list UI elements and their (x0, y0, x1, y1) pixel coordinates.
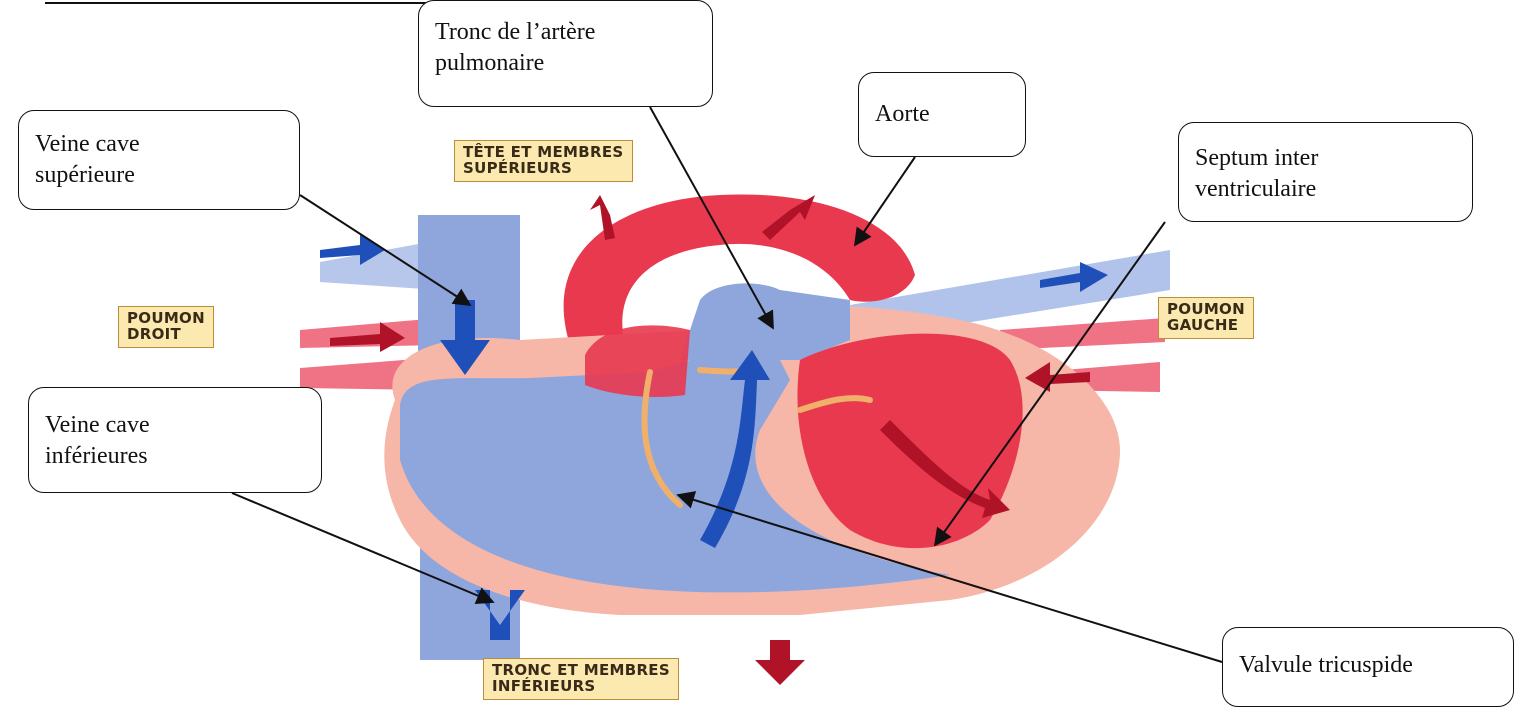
callout-inferior-vena-cava: Veine cave inférieures (28, 387, 322, 493)
tag-left-lung: POUMON GAUCHE (1158, 297, 1254, 339)
callout-septum: Septum inter ventriculaire (1178, 122, 1473, 222)
pulmonary-trunk-vessel (680, 283, 850, 360)
tag-right-lung: POUMON DROIT (118, 306, 214, 348)
tag-trunk-legs: TRONC ET MEMBRES INFÉRIEURS (483, 658, 679, 700)
tag-head-arms: TÊTE ET MEMBRES SUPÉRIEURS (454, 140, 633, 182)
callout-tricuspid-valve: Valvule tricuspide (1222, 627, 1514, 707)
callout-aorta: Aorte (858, 72, 1026, 157)
callout-pulmonary-trunk: Tronc de l’artère pulmonaire (418, 0, 713, 107)
leader-aorta (855, 157, 915, 245)
callout-superior-vena-cava: Veine cave supérieure (18, 110, 300, 210)
